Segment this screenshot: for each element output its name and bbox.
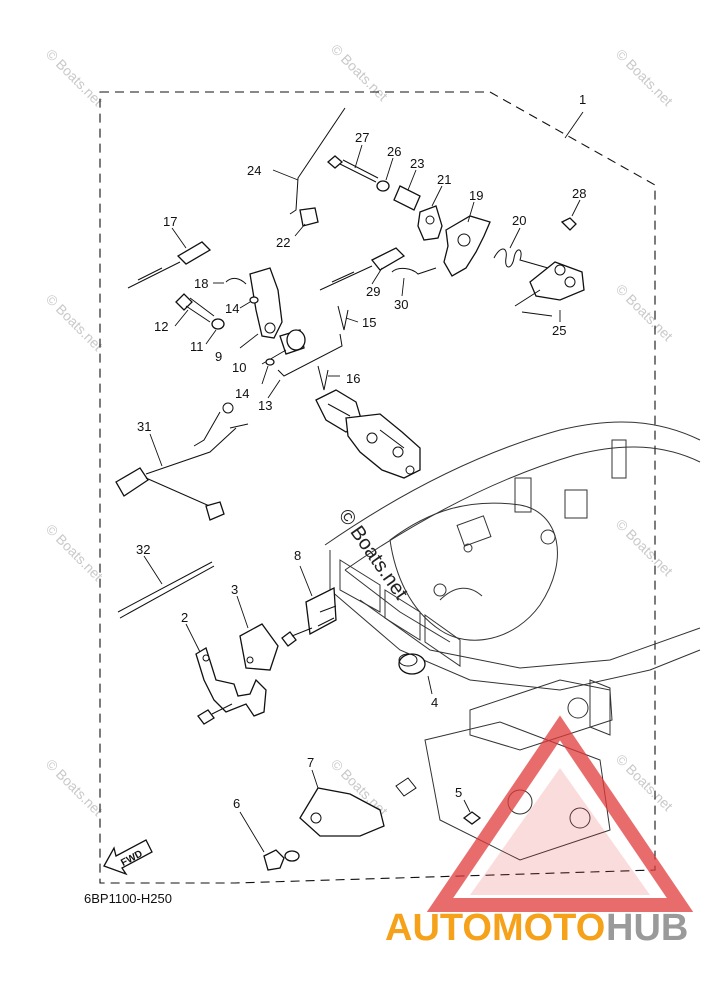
callout-12: 12 <box>154 319 168 334</box>
watermark: © Boats.net <box>613 46 676 109</box>
callout-14: 14 <box>225 301 239 316</box>
callout-8: 8 <box>294 548 301 563</box>
part-4-grommet <box>398 653 426 675</box>
bottom-cowling-housing <box>324 421 701 691</box>
part-16-clip <box>317 365 329 391</box>
callout-1: 1 <box>579 92 586 107</box>
part-17-cable-end <box>176 241 212 265</box>
part-24-shift-rod <box>289 107 346 215</box>
callout-24: 24 <box>247 163 261 178</box>
callout-22: 22 <box>276 235 290 250</box>
part-9-control-lever <box>249 267 283 339</box>
watermark: © Boats.net <box>43 46 106 109</box>
callout-16: 16 <box>346 371 360 386</box>
brand-part2: HUB <box>606 907 688 949</box>
part-8-plate <box>305 586 337 636</box>
part-20-spring <box>493 248 549 269</box>
watermark: © Boats.net <box>43 756 106 819</box>
part-11-washer <box>211 318 225 330</box>
callout-29: 29 <box>366 284 380 299</box>
part-21-plate <box>417 205 443 241</box>
part-3-bracket <box>239 623 279 671</box>
part-25-bracket <box>529 261 585 301</box>
washer <box>284 850 300 862</box>
part-22-clip <box>299 207 319 227</box>
part-7-bracket <box>299 787 385 837</box>
brand-logo-triangle <box>426 715 694 912</box>
part-26-washer <box>376 180 390 192</box>
part-31-stop-switch <box>115 402 249 521</box>
callout-32: 32 <box>136 542 150 557</box>
swivel-bracket <box>424 679 613 861</box>
callout-10: 10 <box>232 360 246 375</box>
shift-mechanism-assembly <box>315 389 421 479</box>
part-5-bolt <box>462 811 482 825</box>
watermark: © Boats.net <box>613 516 676 579</box>
callout-17: 17 <box>163 214 177 229</box>
callout-6: 6 <box>233 796 240 811</box>
part-18-clip <box>225 277 247 285</box>
part-13-link-rod <box>277 333 343 377</box>
watermark: © Boats.net <box>43 521 106 584</box>
part-23-collar <box>393 185 421 211</box>
watermark: © Boats.net <box>613 281 676 344</box>
part-28-bolt <box>560 217 577 231</box>
callout-labels: 1 2 3 4 5 6 7 8 9 10 11 12 13 14 14 15 1… <box>136 92 586 811</box>
watermark: © Boats.net <box>43 291 106 354</box>
callout-20: 20 <box>512 213 526 228</box>
part-2-lever-plate <box>195 647 267 717</box>
part-19-shift-lever <box>443 215 491 277</box>
callout-11: 11 <box>190 339 204 354</box>
callout-13: 13 <box>258 398 272 413</box>
callout-30: 30 <box>394 297 408 312</box>
callout-21: 21 <box>437 172 451 187</box>
part-14-washer <box>249 296 259 304</box>
callout-23: 23 <box>410 156 424 171</box>
brand-part1: AUTOMOTO <box>385 907 605 949</box>
callout-14: 14 <box>235 386 249 401</box>
callout-18: 18 <box>194 276 208 291</box>
center-watermark: © Boats.net <box>334 505 412 604</box>
part-29-cable-end <box>370 247 406 271</box>
callout-2: 2 <box>181 610 188 625</box>
part-12-bolt <box>175 293 193 311</box>
callout-5: 5 <box>455 785 462 800</box>
brand-logo: AUTOMOTO HUB <box>385 907 688 949</box>
watermark: © Boats.net <box>613 751 676 814</box>
part-6-nut <box>263 849 285 871</box>
callout-3: 3 <box>231 582 238 597</box>
callout-26: 26 <box>387 144 401 159</box>
callout-15: 15 <box>362 315 376 330</box>
callout-9: 9 <box>215 349 222 364</box>
fwd-arrow: FWD <box>103 839 153 876</box>
callout-7: 7 <box>307 755 314 770</box>
part-30-clip <box>391 267 437 275</box>
diagram-code: 6BP1100-H250 <box>84 891 172 906</box>
callout-4: 4 <box>431 695 438 710</box>
part-15-clip <box>337 305 349 331</box>
callout-19: 19 <box>469 188 483 203</box>
assembly-boundary <box>99 91 656 884</box>
callout-31: 31 <box>137 419 151 434</box>
callout-28: 28 <box>572 186 586 201</box>
callout-27: 27 <box>355 130 369 145</box>
part-32-rod <box>117 561 215 619</box>
watermark: © Boats.net <box>328 41 391 104</box>
part-27-bolt <box>327 155 343 169</box>
part-14-washer <box>265 358 275 366</box>
callout-25: 25 <box>552 323 566 338</box>
